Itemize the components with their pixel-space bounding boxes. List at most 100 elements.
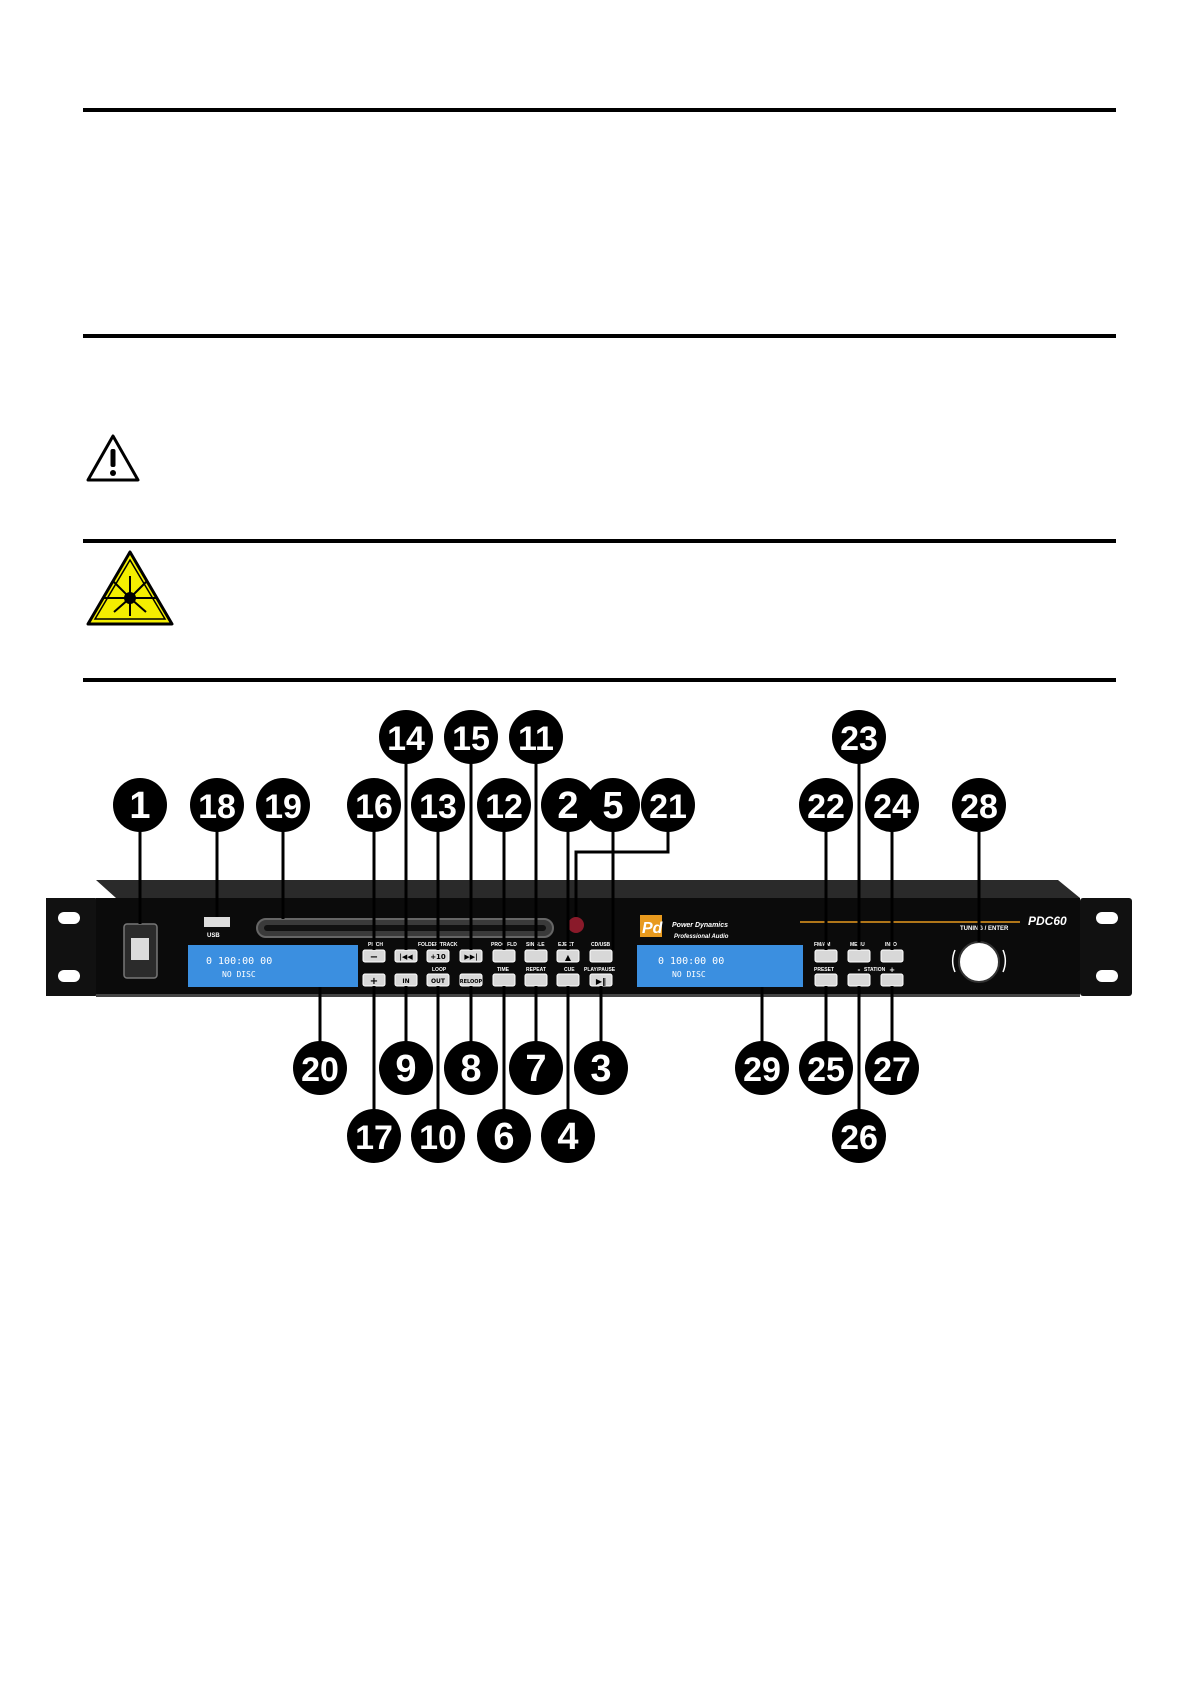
ir-sensor: [568, 917, 584, 933]
menu-button[interactable]: [847, 949, 871, 963]
callout-circle-28: [952, 778, 1006, 832]
callout-circle-16: [347, 778, 401, 832]
callout-circle-25: [799, 1041, 853, 1095]
svg-text:-: -: [858, 966, 861, 974]
prog-fld-button[interactable]: [492, 949, 516, 963]
callout-circle-13: [411, 778, 465, 832]
label-pitch: PITCH: [368, 942, 383, 948]
callout-circle-12: [477, 778, 531, 832]
callout-label-23: 23: [840, 720, 878, 758]
callout-circle-1: [113, 778, 167, 832]
callout-label-19: 19: [264, 788, 302, 826]
callout-label-13: 13: [419, 788, 457, 826]
label-play-pause: PLAY/PAUSE: [584, 967, 616, 973]
callout-label-10: 10: [419, 1119, 457, 1157]
callout-circle-17: [347, 1109, 401, 1163]
svg-text:▲: ▲: [565, 953, 572, 962]
left-rack-ear: [46, 898, 98, 996]
out-glyph: OUT: [431, 978, 446, 985]
lcd-display-2: [637, 945, 803, 987]
callout-label-22: 22: [807, 788, 845, 826]
callout-label-14: 14: [387, 720, 425, 758]
callout-label-4: 4: [557, 1116, 578, 1158]
callout-circle-15: [444, 710, 498, 764]
callout-label-2: 2: [557, 785, 578, 827]
svg-text:−: −: [370, 952, 378, 963]
in-glyph: IN: [402, 978, 409, 985]
svg-text:+: +: [889, 966, 895, 974]
lcd-display-1: [188, 945, 358, 987]
callout-circle-18: [190, 778, 244, 832]
callout-circle-5: [586, 778, 640, 832]
callout-circle-22: [799, 778, 853, 832]
callout-circle-7: [509, 1041, 563, 1095]
callout-label-25: 25: [807, 1051, 845, 1089]
callout-label-18: 18: [198, 788, 236, 826]
callout-label-26: 26: [840, 1119, 878, 1157]
usb-port[interactable]: [204, 917, 230, 927]
brand-line1: Power Dynamics: [672, 922, 728, 929]
svg-text:|◀◀: |◀◀: [399, 953, 413, 962]
preset-button[interactable]: [814, 973, 838, 987]
callout-circle-24: [865, 778, 919, 832]
label-cd-usb: CD/USB: [591, 942, 611, 948]
lcd1-line2: NO DISC: [222, 970, 256, 979]
cd-usb-button[interactable]: [589, 949, 613, 963]
plus10-glyph: +10: [430, 953, 446, 961]
station-up-button[interactable]: [880, 973, 904, 987]
callout-circle-9: [379, 1041, 433, 1095]
callout-circle-11: [509, 710, 563, 764]
callout-label-24: 24: [873, 788, 911, 826]
callout-circle-20: [293, 1041, 347, 1095]
model-name: PDC60: [1028, 914, 1067, 928]
callout-label-29: 29: [743, 1051, 781, 1089]
cue-button[interactable]: [556, 973, 580, 987]
callout-label-15: 15: [452, 720, 490, 758]
callout-label-5: 5: [602, 785, 623, 827]
label-eject: EJECT: [558, 942, 574, 948]
station-down-button[interactable]: [847, 973, 871, 987]
repeat-button[interactable]: [524, 973, 548, 987]
callout-label-9: 9: [395, 1048, 416, 1090]
label-station: STATION: [864, 967, 886, 973]
callout-circle-26: [832, 1109, 886, 1163]
callout-label-12: 12: [485, 788, 523, 826]
svg-text:▶‖: ▶‖: [596, 977, 606, 986]
usb-label: USB: [207, 933, 220, 939]
single-button[interactable]: [524, 949, 548, 963]
callout-circle-19: [256, 778, 310, 832]
label-time: TIME: [497, 967, 510, 973]
callout-label-27: 27: [873, 1051, 911, 1089]
callout-label-21: 21: [649, 788, 687, 826]
callout-circle-23: [832, 710, 886, 764]
callout-label-11: 11: [518, 720, 554, 758]
lcd2-line1: 0 100:00 00: [658, 956, 724, 967]
lcd2-line2: NO DISC: [672, 970, 706, 979]
label-fm-am: FM/AM: [814, 942, 830, 948]
callout-circle-14: [379, 710, 433, 764]
callout-circle-8: [444, 1041, 498, 1095]
reloop-glyph: RELOOP: [460, 979, 483, 985]
svg-text:▶▶|: ▶▶|: [464, 953, 477, 962]
label-preset: PRESET: [814, 967, 834, 973]
divider-rule-1: [83, 108, 1116, 112]
svg-text:+: +: [370, 976, 378, 987]
callout-circle-29: [735, 1041, 789, 1095]
callout-label-17: 17: [355, 1119, 393, 1157]
fm-am-button[interactable]: [814, 949, 838, 963]
callout-circle-21: [641, 778, 695, 832]
divider-rule-3: [83, 539, 1116, 543]
tuning-enter-knob[interactable]: [958, 941, 1000, 983]
label-cue: CUE: [564, 967, 575, 973]
callout-circle-2: [541, 778, 595, 832]
info-button[interactable]: [880, 949, 904, 963]
callout-circle-6: [477, 1109, 531, 1163]
callout-label-7: 7: [525, 1048, 546, 1090]
callout-circle-4: [541, 1109, 595, 1163]
callout-label-6: 6: [493, 1116, 514, 1158]
time-button[interactable]: [492, 973, 516, 987]
callout-circle-10: [411, 1109, 465, 1163]
label-repeat: REPEAT: [526, 967, 546, 973]
callout-label-1: 1: [129, 785, 150, 827]
